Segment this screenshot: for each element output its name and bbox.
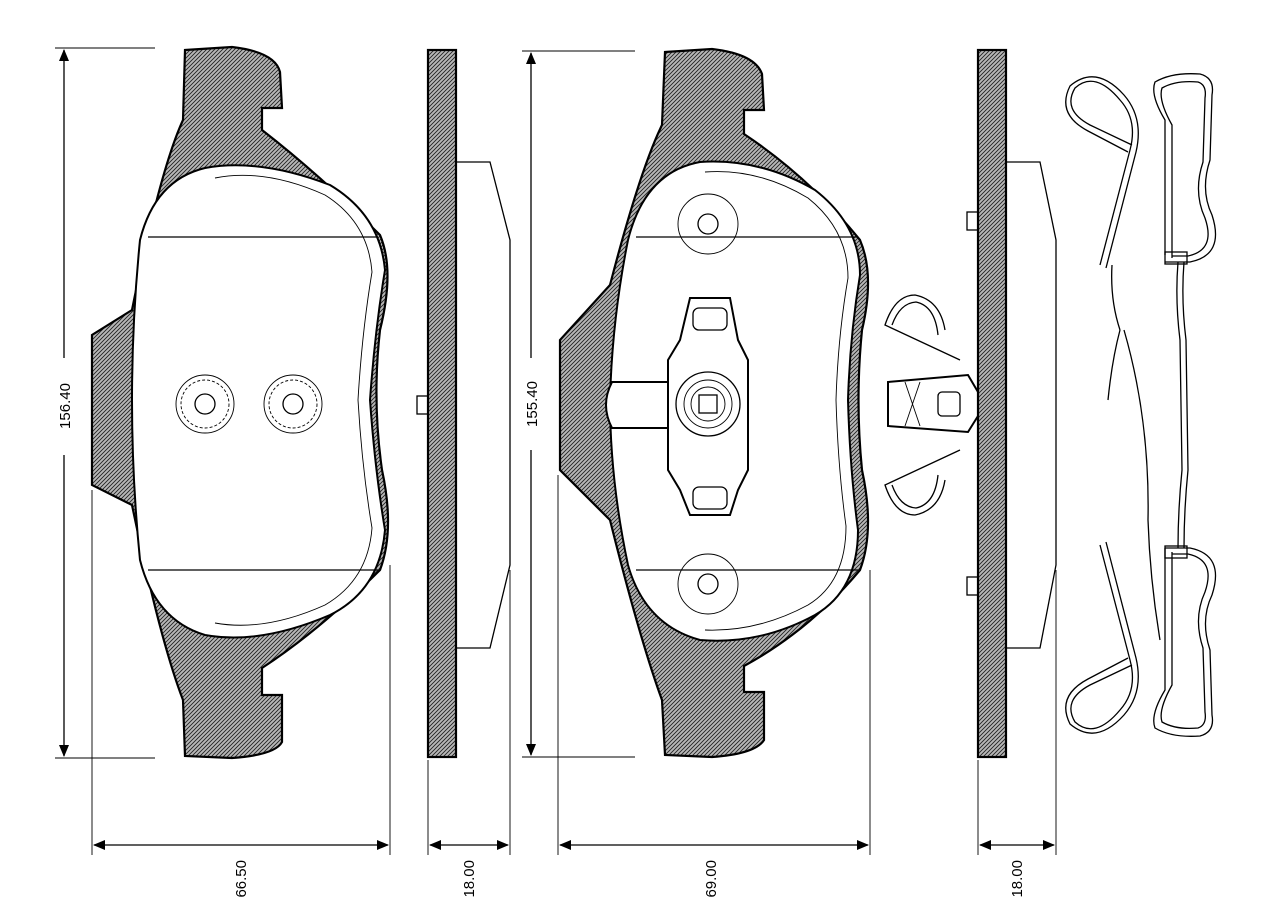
pad-2-width-label: 69.00 <box>703 860 720 898</box>
pad-2-height-label: 155.40 <box>524 381 541 427</box>
pad-2-front-view <box>558 47 870 759</box>
pad-1-side-view: 18.00 <box>416 48 511 898</box>
pad-2-piston-clip <box>605 297 749 516</box>
pad-2-side-view: 18.00 <box>966 48 1057 898</box>
pad-1-thickness-label: 18.00 <box>461 860 478 898</box>
pad-2-height-dimension: 155.40 <box>522 50 635 758</box>
pad-2-thickness-label: 18.00 <box>1009 860 1026 898</box>
pad-1-friction-face <box>130 164 387 639</box>
pad-1-rivet-right <box>263 374 323 434</box>
pad-2-side-backing <box>976 48 1008 759</box>
pad-1-side-backing <box>426 48 458 759</box>
pad-1-rivet-left <box>175 374 235 434</box>
pad-2-rivet-top <box>677 193 739 255</box>
spring-clip <box>884 294 979 516</box>
pad-1-side-friction <box>456 161 511 649</box>
pad-1-height-label: 156.40 <box>57 383 74 429</box>
pad-1-height-dimension: 156.40 <box>55 47 155 759</box>
anti-rattle-spring-left <box>1065 76 1139 734</box>
pad-2-rivet-bottom <box>677 553 739 615</box>
pad-2-width-dimension: 69.00 <box>557 475 871 898</box>
anti-rattle-spring-right <box>1111 73 1217 737</box>
pad-2-side-friction <box>1006 161 1057 649</box>
pad-1-front-view <box>90 45 390 760</box>
pad-1-width-label: 66.50 <box>233 860 250 898</box>
pad-1-width-dimension: 66.50 <box>91 490 391 898</box>
